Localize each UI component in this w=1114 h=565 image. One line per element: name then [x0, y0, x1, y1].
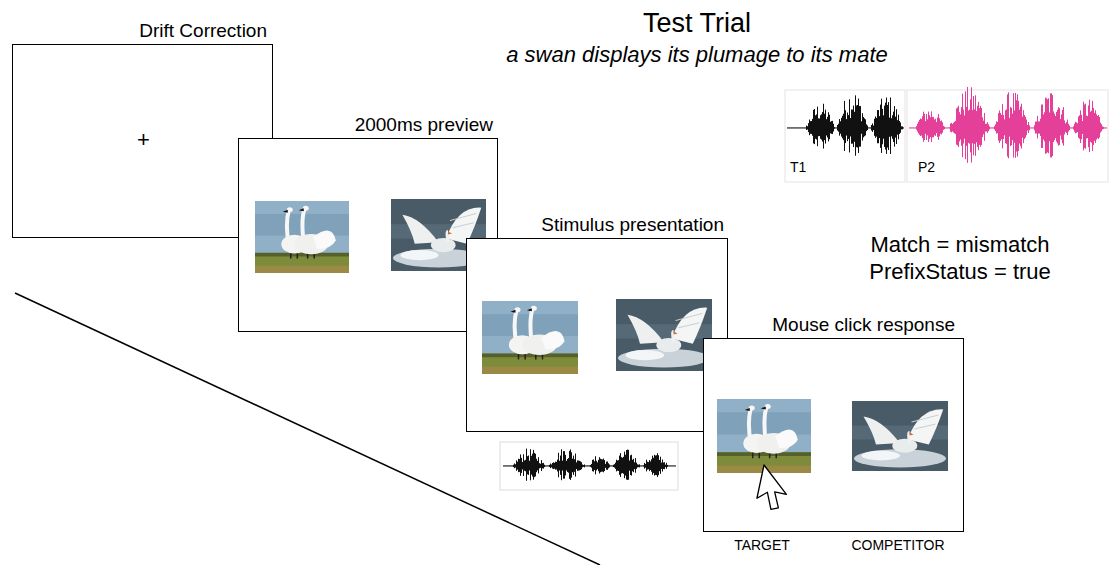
sentence-caption: a swan displays its plumage to its mate — [397, 42, 997, 68]
waveform — [910, 87, 1107, 163]
photo-part — [745, 408, 750, 411]
swan-photo — [482, 301, 578, 374]
mouse-cursor — [752, 463, 802, 515]
waveform — [788, 95, 904, 155]
title: Test Trial — [447, 8, 947, 39]
photo-part — [862, 451, 900, 461]
condition-label: Match = mismatch — [810, 232, 1110, 258]
photo-part — [450, 213, 477, 227]
waveform-frame — [785, 90, 905, 182]
photo-part — [255, 201, 349, 273]
photo-part — [255, 266, 349, 273]
photo-part — [717, 399, 811, 473]
photo-part — [255, 253, 349, 273]
screen-heading: Stimulus presentation — [539, 214, 726, 236]
photo-part — [775, 429, 798, 448]
fixation-cross: + — [137, 127, 150, 153]
photo-part — [448, 231, 452, 234]
waveform-frame — [500, 442, 678, 490]
photo-part — [852, 401, 948, 471]
screen-box: Mouse click response — [703, 338, 964, 532]
waveform — [504, 449, 676, 481]
photo-part — [482, 301, 578, 374]
photo-part — [313, 231, 336, 249]
swan-photo — [717, 399, 811, 473]
screen-box: Drift Correction+ — [12, 44, 273, 238]
photo-part — [761, 406, 766, 409]
photo-part — [401, 250, 439, 260]
photo-part — [482, 354, 578, 374]
segment-label: T1 — [790, 159, 806, 175]
photo-part — [431, 238, 456, 252]
screen-box: Stimulus presentation — [466, 238, 728, 432]
photo-part — [482, 367, 578, 374]
photo-part — [402, 215, 438, 244]
picture-role: TARGET — [692, 537, 832, 553]
photo-part — [542, 331, 565, 349]
photo-part — [283, 210, 288, 213]
screen-heading: 2000ms preview — [353, 114, 495, 136]
swan-photo — [255, 201, 349, 273]
photo-part — [511, 310, 516, 313]
photo-part — [482, 354, 578, 358]
photo-part — [616, 299, 712, 371]
segment-label: P2 — [918, 159, 935, 175]
photo-part — [864, 416, 900, 444]
screen-heading: Drift Correction — [137, 20, 269, 42]
photo-part — [672, 308, 708, 344]
screen-box: 2000ms preview — [238, 138, 498, 332]
swan-photo — [616, 299, 712, 371]
photo-part — [656, 338, 681, 352]
photo-part — [299, 208, 304, 211]
photo-part — [626, 350, 664, 360]
photo-part — [910, 433, 914, 436]
photo-part — [628, 315, 664, 344]
swan-photo — [852, 401, 948, 471]
photo-part — [717, 452, 811, 456]
photo-part — [255, 253, 349, 257]
screen-heading: Mouse click response — [770, 314, 957, 336]
condition-label: PrefixStatus = true — [810, 259, 1110, 285]
photo-part — [912, 415, 939, 429]
photo-part — [674, 331, 678, 334]
picture-role: COMPETITOR — [828, 537, 968, 553]
photo-part — [676, 313, 703, 327]
photo-part — [908, 409, 944, 444]
photo-part — [527, 308, 532, 311]
photo-part — [892, 439, 917, 453]
cursor-shape — [755, 465, 791, 512]
